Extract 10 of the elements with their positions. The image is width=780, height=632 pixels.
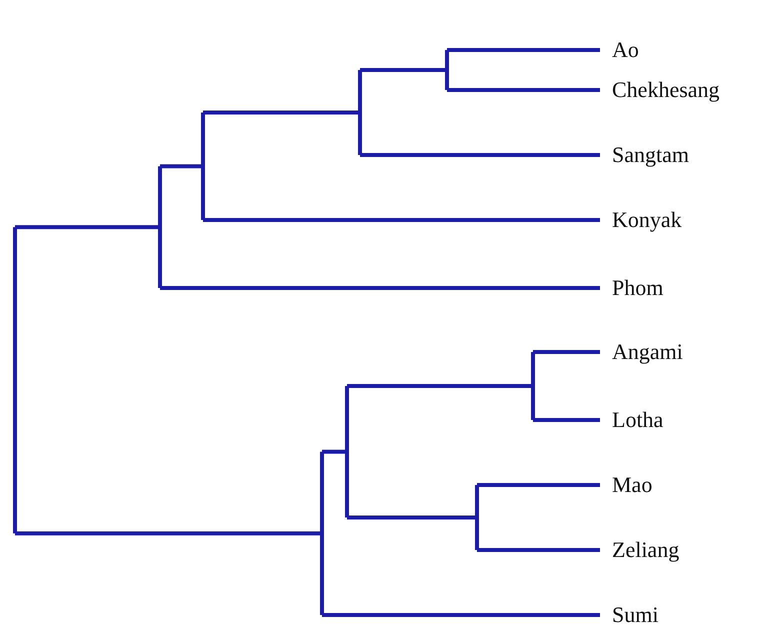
leaf-label: Ao — [612, 37, 639, 63]
leaf-label: Konyak — [612, 207, 682, 233]
leaf-label: Lotha — [612, 407, 664, 433]
leaf-label: Sangtam — [612, 142, 689, 168]
leaf-label: Phom — [612, 275, 664, 301]
leaf-label: Mao — [612, 472, 652, 498]
leaf-label: Sumi — [612, 602, 658, 628]
leaf-label: Zeliang — [612, 537, 680, 563]
leaf-label: Chekhesang — [612, 77, 720, 103]
leaf-label: Angami — [612, 339, 683, 365]
